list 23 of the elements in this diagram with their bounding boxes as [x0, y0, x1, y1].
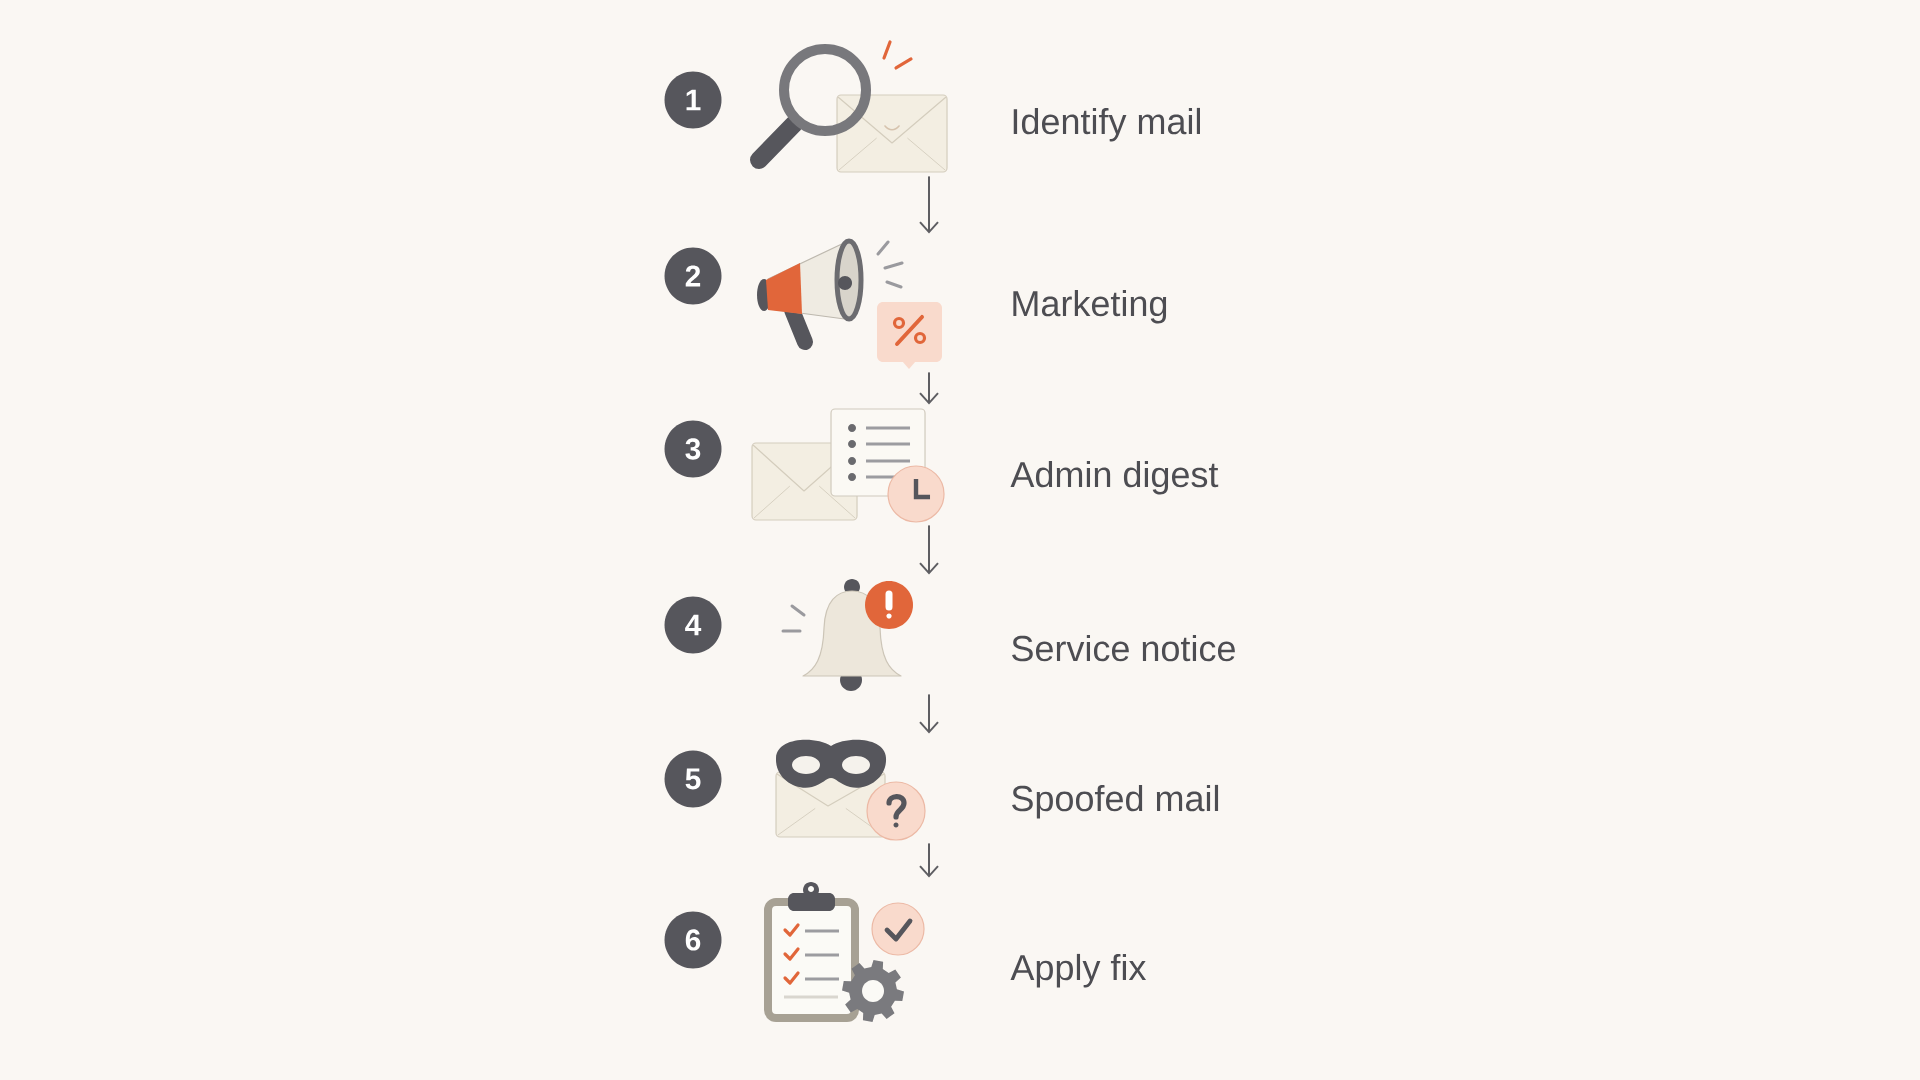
arrow [919, 524, 939, 575]
step-label: Marketing [1013, 289, 1167, 324]
number-badge: 1 [664, 71, 722, 129]
masked-envelope-icon [775, 739, 926, 841]
magnifier-envelope-icon [750, 40, 948, 173]
arrow [919, 693, 939, 734]
step-label: Identify mail [1013, 107, 1201, 142]
envelope-list-clock-icon [751, 408, 945, 523]
arrow [919, 371, 939, 405]
megaphone-icon [757, 238, 942, 369]
number-badge: 6 [664, 911, 722, 969]
arrow [919, 175, 939, 234]
step-label: Spoofed mail [1012, 784, 1219, 819]
arrow [919, 842, 939, 878]
step-label: Apply fix [1010, 953, 1147, 988]
clipboard-gear-icon [764, 882, 925, 1022]
number-badge: 3 [664, 420, 722, 478]
number-badge: 4 [664, 596, 722, 654]
number-badge: 2 [664, 247, 722, 305]
bell-alert-icon [781, 579, 913, 691]
number-badge: 5 [664, 750, 722, 808]
step-label: Admin digest [1010, 460, 1219, 495]
step-label: Service notice [1012, 634, 1235, 662]
